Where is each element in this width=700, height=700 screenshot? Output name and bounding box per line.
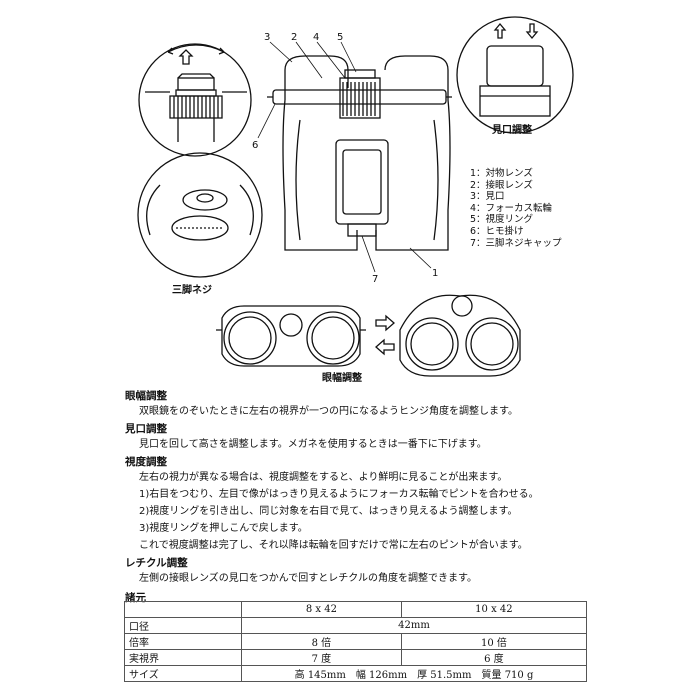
legend-item: 3：見口 [470, 191, 505, 203]
table-cell: 6 度 [400, 649, 588, 666]
binocular-diagram: 3 2 4 5 6 7 1 見口調整 三脚ネジ 眼幅調整 1：対物レンズ 2：接… [137, 16, 574, 384]
parts-legend: 1：対物レンズ 2：接眼レンズ 3：見口 4：フォーカス転輪 5：視度リング 6… [470, 168, 562, 249]
section-title: 視度調整 [125, 456, 167, 468]
callout-5: 5 [337, 32, 344, 43]
section-line: 3)視度リングを押しこんで戻します。 [139, 523, 308, 534]
table-cell: 10 倍 [400, 633, 588, 650]
section-line: 見口を回して高さを調整します。メガネを使用するときは一番下に下げます。 [139, 439, 487, 450]
table-cell: 口径 [124, 617, 242, 634]
binocular-front-view [267, 55, 452, 251]
callout-2: 2 [291, 32, 298, 43]
ipd-adjustment-views [216, 294, 521, 377]
legend-item: 5：視度リング [470, 214, 534, 226]
spec-table: 8 x 42 10 x 42 口径 42mm 倍率 8 倍 10 倍 実視界 7… [124, 601, 588, 682]
section-line: 左側の接眼レンズの見口をつかんで回すとレチクルの角度を調整できます。 [139, 573, 477, 584]
table-cell: サイズ [124, 665, 242, 682]
table-row: 8 x 42 10 x 42 [124, 601, 588, 618]
section-line: 1)右目をつむり、左目で像がはっきり見えるようにフォーカス転輪でピントを合わせる… [139, 489, 539, 500]
tripod-socket-circle [137, 152, 263, 278]
table-header-10x42: 10 x 42 [400, 601, 588, 618]
callout-6: 6 [252, 140, 259, 151]
legend-item: 4：フォーカス転輪 [470, 202, 553, 214]
table-cell: 7 度 [241, 649, 402, 666]
diopter-detail-circle [138, 43, 252, 157]
legend-item: 1：対物レンズ [470, 168, 533, 179]
table-row: 倍率 8 倍 10 倍 [124, 633, 588, 650]
legend-item: 2：接眼レンズ [470, 179, 533, 191]
legend-item: 7：三脚ネジキャップ [470, 237, 562, 249]
section-line: 双眼鏡をのぞいたときに左右の視界が一つの円になるようヒンジ角度を調整します。 [139, 406, 518, 417]
binocular-illustration [137, 16, 574, 377]
table-cell: 高 145mm 幅 126mm 厚 51.5mm 質量 710 g [241, 665, 587, 682]
table-row: 実視界 7 度 6 度 [124, 649, 588, 666]
callout-3: 3 [264, 32, 271, 43]
legend-item: 6：ヒモ掛け [470, 225, 524, 237]
callout-1: 1 [432, 268, 439, 279]
callout-4: 4 [313, 32, 320, 43]
section-line: 左右の視力が異なる場合は、視度調整をすると、より鮮明に見ることが出来ます。 [139, 472, 508, 483]
callout-7: 7 [372, 274, 379, 285]
callout-leaders [257, 41, 432, 273]
section-line: 2)視度リングを引き出し、同じ対象を右目で見て、はっきり見えるよう調整します。 [139, 506, 518, 517]
table-header-8x42: 8 x 42 [241, 601, 402, 618]
section-title: 眼幅調整 [125, 390, 167, 402]
caption-ipd-adjust: 眼幅調整 [322, 373, 362, 384]
table-row: サイズ 高 145mm 幅 126mm 厚 51.5mm 質量 710 g [124, 665, 587, 682]
section-line: これで視度調整は完了し、それ以降は転輪を回すだけで常に左右のピントが合います。 [139, 540, 528, 551]
caption-eyecup-adjust: 見口調整 [492, 125, 532, 136]
caption-tripod-screw: 三脚ネジ [172, 285, 212, 296]
table-cell: 倍率 [124, 633, 242, 650]
table-cell [124, 601, 242, 618]
table-cell: 8 倍 [241, 633, 402, 650]
section-title: レチクル調整 [125, 557, 188, 569]
eyecup-detail-circle [456, 16, 574, 134]
section-title: 見口調整 [125, 423, 167, 435]
table-cell: 実視界 [124, 649, 242, 666]
instructions: 眼幅調整 双眼鏡をのぞいたときに左右の視界が一つの円になるようヒンジ角度を調整し… [125, 387, 595, 587]
table-row: 口径 42mm [124, 617, 587, 634]
table-cell: 42mm [241, 617, 587, 634]
